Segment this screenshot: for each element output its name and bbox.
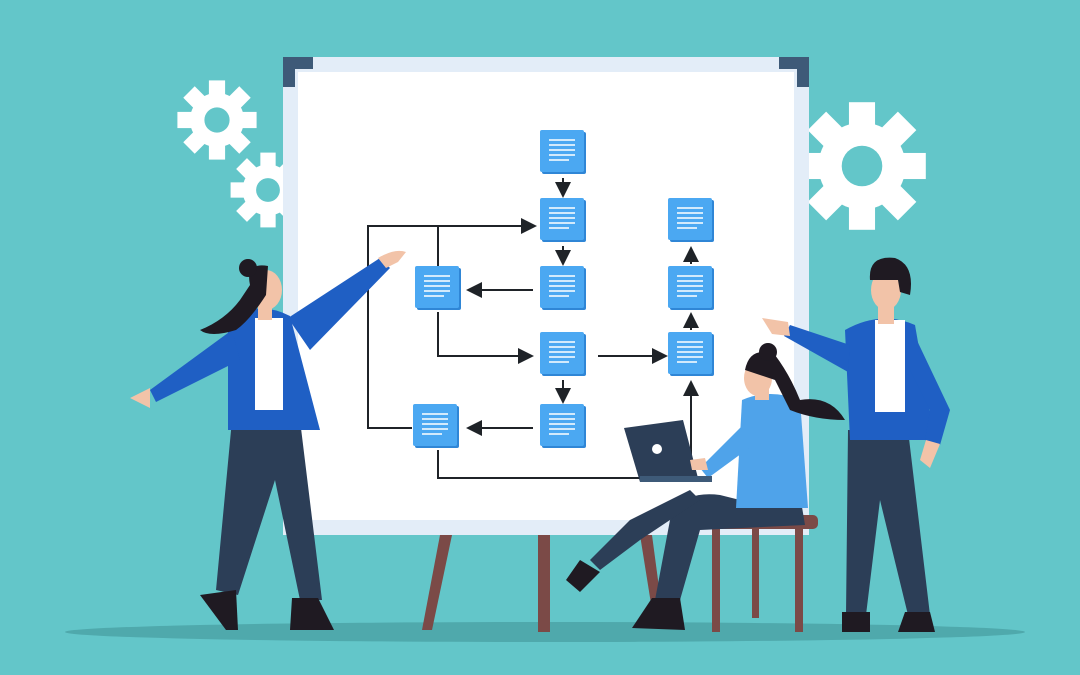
sticky-note-icon — [539, 403, 587, 449]
presenter-woman — [130, 250, 406, 630]
sticky-note-icon — [412, 403, 460, 449]
sticky-note-icon — [539, 265, 587, 311]
sticky-note-icon — [539, 129, 587, 175]
gear-icon — [177, 80, 257, 160]
flowchart-connectors — [367, 178, 699, 479]
sticky-note-icon — [539, 197, 587, 243]
sticky-note-icon — [667, 197, 715, 243]
sticky-note-icon — [667, 331, 715, 377]
seated-woman — [566, 343, 845, 632]
laptop-icon — [624, 420, 712, 482]
standing-man — [762, 257, 950, 632]
easel-legs — [422, 535, 662, 632]
gear-icon — [798, 102, 926, 230]
sticky-note-icon — [539, 331, 587, 377]
sticky-note-icon — [414, 265, 462, 311]
sticky-note-icon — [667, 265, 715, 311]
